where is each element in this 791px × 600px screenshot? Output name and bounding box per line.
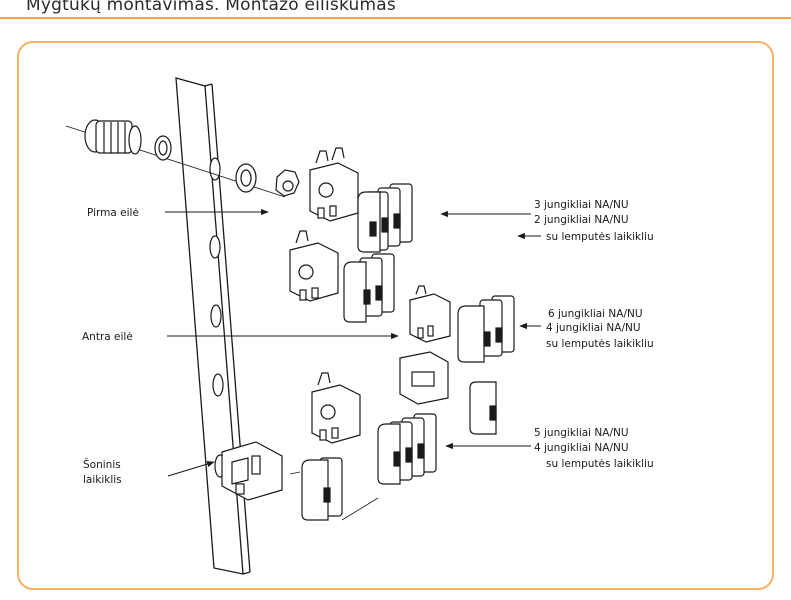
- sealing-ring: [154, 135, 172, 161]
- group2-line3: su lemputės laikikliu: [546, 338, 654, 350]
- group1-line3: su lemputės laikikliu: [546, 231, 654, 243]
- mounting-panel: [175, 77, 251, 575]
- contact-block-stack-row3-b: [301, 457, 379, 521]
- arrow-side-holder: [167, 461, 215, 477]
- title-underline: [0, 17, 791, 19]
- panel-hole: [209, 235, 221, 259]
- label-side-holder-1: Šoninis: [83, 458, 121, 471]
- side-holder: [221, 441, 301, 501]
- diagram-frame: [17, 41, 774, 590]
- fixing-nut: [235, 163, 257, 193]
- contact-block-stack-row2: [457, 295, 515, 363]
- mounting-adapter-row1-b: [289, 230, 339, 302]
- contact-block-stack-row1: [357, 183, 413, 253]
- single-contact-block: [469, 381, 497, 435]
- leader-arrows: [165, 208, 541, 477]
- panel-hole: [209, 157, 221, 181]
- mounting-adapter-row3: [311, 372, 361, 444]
- group1-line1: 3 jungikliai NA/NU: [534, 199, 629, 211]
- group3-line3: su lemputės laikikliu: [546, 458, 654, 470]
- group2-line1: 6 jungikliai NA/NU: [548, 308, 643, 320]
- label-side-holder-2: laikiklis: [83, 474, 122, 486]
- page-title: Mygtukų montavimas. Montažo eiliškumas: [26, 0, 396, 15]
- contact-block-stack-row1-b: [343, 253, 395, 323]
- group2-line2: 4 jungikliai NA/NU: [546, 322, 641, 334]
- group3-line1: 5 jungikliai NA/NU: [534, 427, 629, 439]
- group3-line2: 4 jungikliai NA/NU: [534, 442, 629, 454]
- mounting-adapter-row1: [309, 147, 359, 222]
- mounting-adapter-row2: [409, 285, 451, 343]
- adapter-ring: [275, 169, 300, 197]
- contact-block-stack-row3: [377, 413, 437, 485]
- group1-line2: 2 jungikliai NA/NU: [534, 214, 629, 226]
- panel-holes: [209, 157, 226, 478]
- panel-hole: [212, 373, 224, 397]
- label-first-row: Pirma eilė: [87, 207, 139, 219]
- panel-hole: [210, 304, 222, 328]
- label-second-row: Antra eilė: [82, 331, 133, 343]
- connector-bracket: [399, 351, 449, 405]
